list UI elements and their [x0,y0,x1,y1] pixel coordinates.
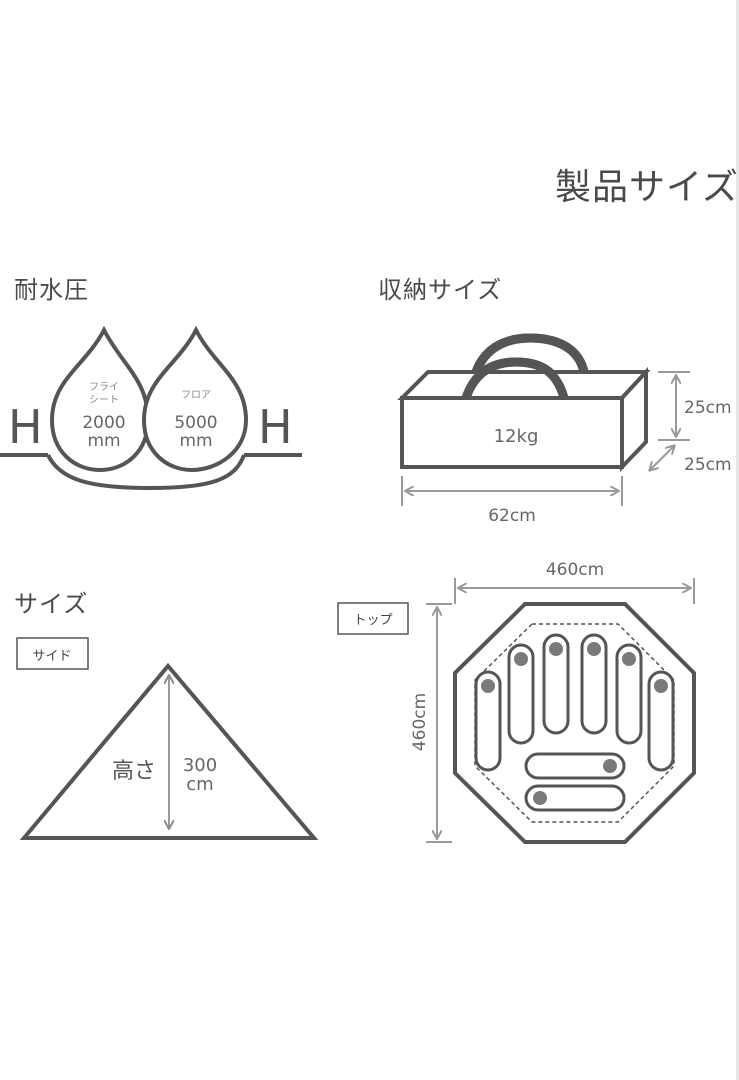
floor-unit: mm [179,431,212,451]
bag-handle-front-overlay [461,357,569,400]
fly-sheet-drop [49,325,151,473]
sleeping-bag [615,643,643,745]
sleeping-bag [507,643,535,745]
drop-basin [46,454,246,491]
storage-size-heading: 収納サイズ [378,276,503,304]
sleeping-bags [474,633,675,812]
sleeping-bag [580,633,608,735]
bag-handle-back-overlay [471,333,589,374]
water-pressure-figure: H H フライ シート 2000 mm フロア 5000 mm [0,325,302,491]
bag-depth: 25cm [684,455,732,475]
sleeping-bag [647,670,675,772]
sleeping-bag [524,784,626,812]
fly-label-line2: シート [89,395,119,406]
top-tag-box [337,602,409,635]
bag-front-face [400,396,624,469]
water-pressure-heading: 耐水圧 [14,276,89,304]
h-letter-right: H [258,400,293,454]
bag-width: 62cm [488,506,536,526]
fly-label-line1: フライ [89,381,119,393]
sleeping-bag [524,752,626,780]
side-tag: サイド [32,649,71,664]
page-edge-line [736,0,739,1080]
top-depth: 460cm [410,693,430,751]
top-tag: トップ [353,613,392,628]
fly-unit: mm [87,431,120,451]
bag-height: 25cm [684,398,732,418]
side-height-label: 高さ [112,759,156,784]
depth-arrow [650,446,674,470]
bag-weight: 12kg [494,426,539,447]
side-height-unit: cm [186,774,213,795]
floor-label: フロア [181,390,211,401]
top-view-figure: トップ 460cm 460cm [337,560,696,844]
top-width: 460cm [546,560,604,580]
sleeping-bag [542,633,570,735]
floor-value: 5000 [174,413,217,433]
side-tag-box [16,637,89,670]
h-letter-left: H [8,400,43,454]
page-title: 製品サイズ [555,167,739,208]
size-heading: サイズ [14,590,89,618]
sleeping-bag [474,670,502,772]
storage-bag-figure: 12kg 25cm 25cm 62cm [397,333,732,526]
side-height-value: 300 [183,755,217,776]
floor-drop [141,325,249,473]
side-view-figure: サイド 高さ 300 cm [16,637,319,840]
bag-top-face [397,370,651,400]
fly-value: 2000 [82,413,125,433]
